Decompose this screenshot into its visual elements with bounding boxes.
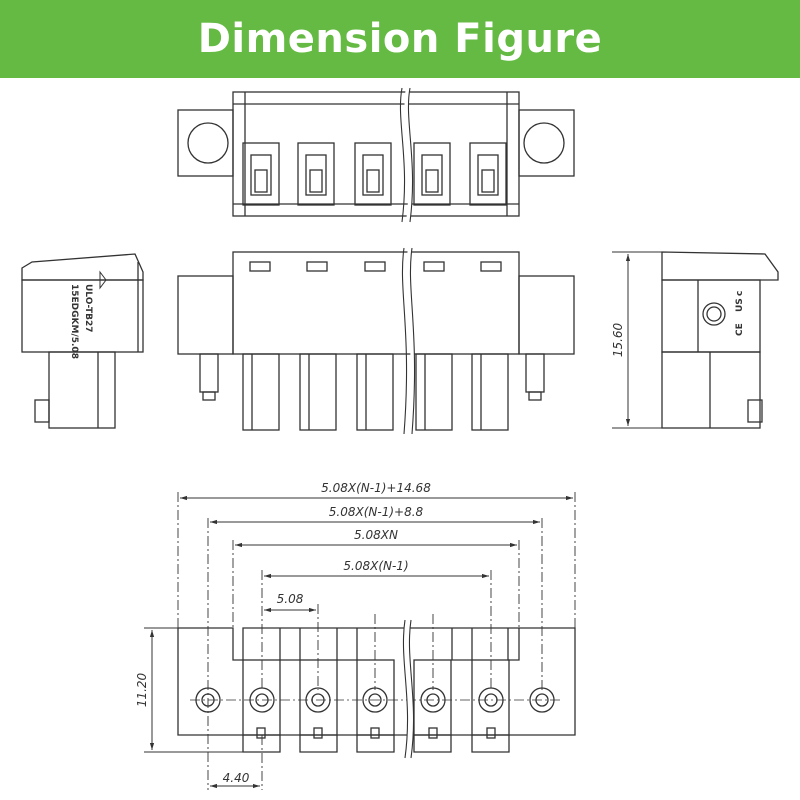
mounting-hole-left (187, 122, 229, 164)
brand-logo-icon (99, 270, 107, 290)
flange-width-dimension: 5.08X(N-1)+8.8 (210, 505, 540, 525)
overall-width-dimension: 5.08X(N-1)+14.68 (180, 481, 573, 501)
depth-dimension: 11.20 (135, 627, 243, 753)
page-title: Dimension Figure (197, 16, 603, 62)
tuv-cert-icon (702, 302, 726, 326)
c-mark: c (735, 291, 745, 296)
header-banner: Dimension Figure (0, 0, 800, 78)
bottom-view (177, 627, 576, 753)
left-side-view (21, 253, 144, 429)
offset-label: 4.40 (223, 771, 250, 785)
body-width-dimension: 5.08XN (235, 528, 517, 548)
product-marking: ULO-TB27 15EDGKM/5.08 (69, 270, 107, 359)
us-mark: US (735, 298, 745, 312)
flange-width-label: 5.08X(N-1)+8.8 (329, 505, 424, 519)
cert-marks: CE US c (735, 291, 745, 336)
brand-label: ULO-TB27 (83, 284, 93, 332)
body-width-label: 5.08XN (354, 528, 398, 542)
height-label: 15.60 (611, 322, 625, 357)
pin-span-dimension: 5.08X(N-1) (264, 559, 489, 579)
height-dimension: 15.60 (611, 251, 662, 429)
ce-mark: CE (735, 323, 745, 336)
offset-dimension: 4.40 (210, 771, 260, 789)
mounting-hole-right (523, 122, 565, 164)
model-label: 15EDGKM/5.08 (69, 284, 79, 359)
break-line (399, 87, 406, 223)
front-view (177, 251, 575, 431)
right-side-view (661, 251, 779, 429)
pitch-dimension: 5.08 (264, 592, 316, 613)
top-terminals (242, 142, 507, 206)
pitch-label: 5.08 (277, 592, 304, 606)
top-view (177, 91, 575, 217)
depth-label: 11.20 (135, 672, 149, 707)
pin-span-label: 5.08X(N-1) (343, 559, 408, 573)
overall-width-label: 5.08X(N-1)+14.68 (321, 481, 431, 495)
